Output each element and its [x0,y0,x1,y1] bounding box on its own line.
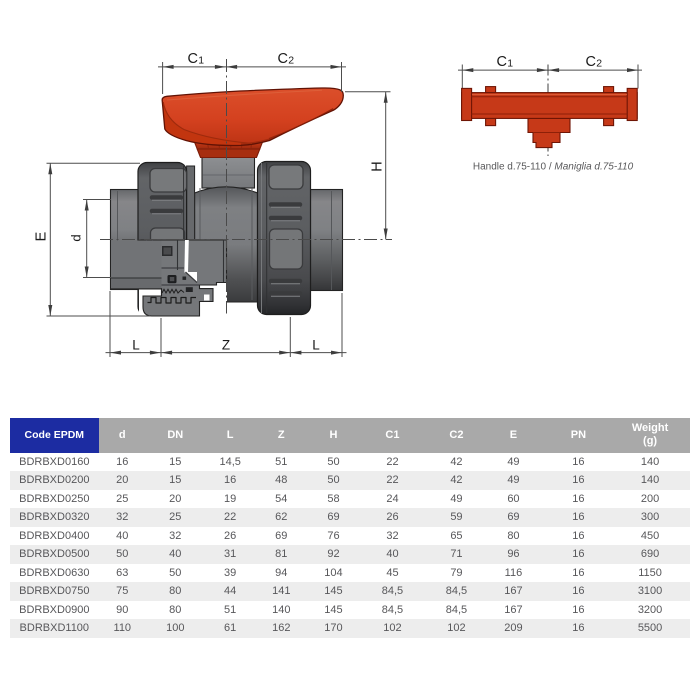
svg-text:H: H [370,161,386,171]
svg-text:L: L [132,338,140,353]
svg-text:1: 1 [198,54,204,66]
svg-text:d: d [69,234,84,241]
svg-text:2: 2 [288,54,294,66]
svg-text:1: 1 [507,58,513,70]
svg-text:E: E [34,231,50,241]
svg-text:Z: Z [222,338,230,353]
svg-text:Handle d.75-110 / Maniglia d.7: Handle d.75-110 / Maniglia d.75-110 [473,162,634,173]
svg-text:L: L [312,338,320,353]
svg-text:C: C [497,54,507,70]
svg-text:C: C [278,51,288,67]
svg-text:C: C [586,54,596,70]
svg-text:2: 2 [596,58,602,70]
svg-text:C: C [188,51,198,67]
